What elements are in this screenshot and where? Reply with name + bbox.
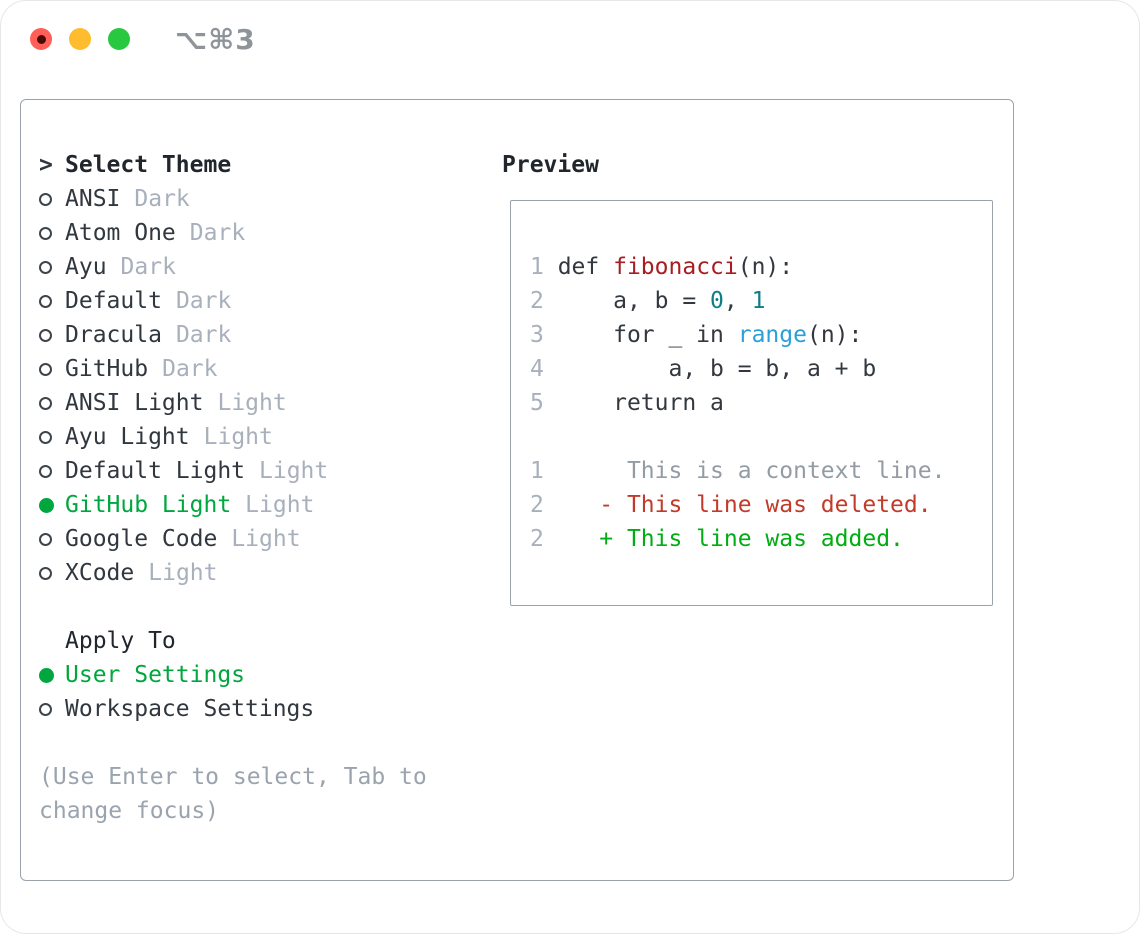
radio-unselected-icon (39, 294, 65, 308)
zoom-button[interactable] (108, 28, 130, 50)
theme-item-label: Atom One (65, 220, 176, 246)
theme-variant-tag: Dark (175, 322, 232, 348)
theme-item-label: Google Code (65, 526, 218, 552)
theme-variant-tag: Light (245, 492, 315, 518)
theme-item-default-light[interactable]: Default Light Light (39, 454, 427, 488)
theme-item-ayu[interactable]: Ayu Dark (39, 250, 427, 284)
spacer (39, 590, 427, 624)
apply-option-label: Workspace Settings (65, 696, 315, 722)
theme-item-label: Ayu Light (65, 424, 190, 450)
code-line: 5 return a (530, 390, 724, 416)
code-line: 4 a, b = b, a + b (530, 356, 877, 382)
cursor-icon: > (39, 152, 53, 178)
apply-option-user-settings[interactable]: User Settings (39, 658, 427, 692)
window-shortcut-title: ⌥⌘3 (175, 22, 256, 56)
theme-variant-tag: Light (217, 390, 287, 416)
theme-item-default[interactable]: Default Dark (39, 284, 427, 318)
theme-variant-tag: Dark (120, 254, 176, 280)
minimize-button[interactable] (69, 28, 91, 50)
code-line: 1 def fibonacci(n): (530, 254, 794, 280)
hint-line: change focus) (39, 798, 220, 824)
theme-variant-tag: Light (203, 424, 273, 450)
radio-unselected-icon (39, 532, 65, 546)
theme-item-atom-one[interactable]: Atom One Dark (39, 216, 427, 250)
spacer (39, 726, 427, 760)
radio-selected-icon (39, 497, 65, 513)
theme-item-google-code[interactable]: Google Code Light (39, 522, 427, 556)
code-line: 2 - This line was deleted. (530, 492, 932, 518)
theme-variant-tag: Light (231, 526, 301, 552)
code-line: 1 This is a context line. (530, 458, 946, 484)
theme-item-label: ANSI Light (65, 390, 204, 416)
radio-unselected-icon (39, 362, 65, 376)
theme-list-header-row: > Select Theme (39, 148, 427, 182)
code-line: 2 a, b = 0, 1 (530, 288, 766, 314)
titlebar: ⌥⌘3 (30, 23, 256, 56)
hint-line: (Use Enter to select, Tab to (39, 764, 427, 790)
theme-item-label: GitHub Light (65, 492, 232, 518)
apply-to-title: Apply To (65, 628, 176, 654)
radio-unselected-icon (39, 260, 65, 274)
theme-item-label: ANSI (65, 186, 121, 212)
theme-variant-tag: Light (148, 560, 218, 586)
radio-unselected-icon (39, 328, 65, 342)
theme-item-ansi-light[interactable]: ANSI Light Light (39, 386, 427, 420)
theme-item-label: XCode (65, 560, 135, 586)
theme-variant-tag: Dark (162, 356, 218, 382)
theme-list-title: Select Theme (65, 152, 232, 178)
theme-item-xcode[interactable]: XCode Light (39, 556, 427, 590)
code-blank-line (530, 420, 982, 454)
radio-selected-icon (39, 667, 65, 683)
theme-item-label: Default (65, 288, 162, 314)
theme-item-label: Ayu (65, 254, 107, 280)
theme-item-github[interactable]: GitHub Dark (39, 352, 427, 386)
theme-item-ansi[interactable]: ANSI Dark (39, 182, 427, 216)
theme-variant-tag: Dark (175, 288, 232, 314)
apply-option-workspace-settings[interactable]: Workspace Settings (39, 692, 427, 726)
theme-item-github-light[interactable]: GitHub Light Light (39, 488, 427, 522)
radio-unselected-icon (39, 702, 65, 716)
keyboard-hint-text: (Use Enter to select, Tab to change focus… (39, 760, 427, 828)
radio-unselected-icon (39, 430, 65, 444)
code-line: 2 + This line was added. (530, 526, 904, 552)
preview-column: Preview 1 def fibonacci(n): 2 a, b = 0, 1… (502, 148, 993, 606)
preview-code-box: 1 def fibonacci(n): 2 a, b = 0, 1 3 for _ … (510, 200, 993, 606)
preview-title: Preview (502, 152, 599, 178)
theme-variant-tag: Dark (189, 220, 246, 246)
close-dot-icon (36, 34, 46, 44)
close-button[interactable] (30, 28, 52, 50)
apply-to-header-row: Apply To (39, 624, 427, 658)
apply-option-label: User Settings (65, 662, 246, 688)
radio-unselected-icon (39, 192, 65, 206)
code-line: 3 for _ in range(n): (530, 322, 863, 348)
radio-unselected-icon (39, 226, 65, 240)
theme-variant-tag: Light (259, 458, 329, 484)
radio-unselected-icon (39, 396, 65, 410)
theme-variant-tag: Dark (134, 186, 190, 212)
theme-item-label: GitHub (65, 356, 149, 382)
theme-item-dracula[interactable]: Dracula Dark (39, 318, 427, 352)
theme-item-label: Dracula (65, 322, 162, 348)
radio-unselected-icon (39, 464, 65, 478)
radio-unselected-icon (39, 566, 65, 580)
theme-item-ayu-light[interactable]: Ayu Light Light (39, 420, 427, 454)
theme-item-label: Default Light (65, 458, 246, 484)
